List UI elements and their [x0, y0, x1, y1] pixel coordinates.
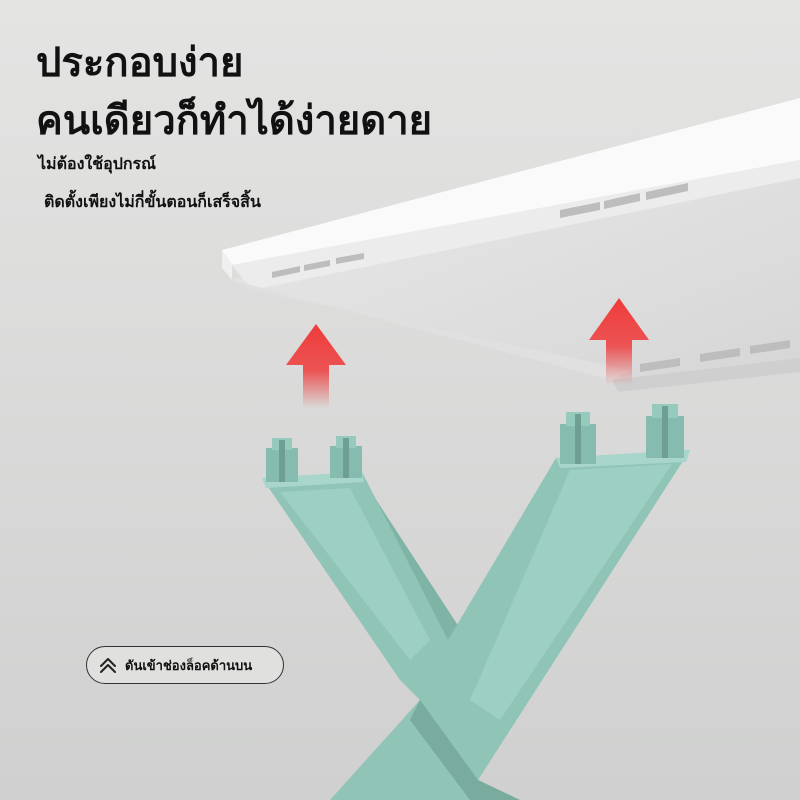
peg-3: [560, 412, 596, 464]
leg-lower-shadow: [410, 700, 520, 800]
leg-left-arm-bevel: [280, 488, 430, 660]
leg-locking-pegs: [266, 404, 684, 482]
table-top-panel: [222, 98, 800, 392]
peg-4: [646, 404, 684, 458]
subtitle-line-2: ติดตั้งเพียงไม่กี่ขั้นตอนก็เสร็จสิ้น: [44, 192, 261, 211]
panel-side-frame: [232, 280, 630, 380]
leg-right-arm-bevel: [470, 464, 672, 720]
panel-vent-slots: [272, 183, 790, 372]
headline-line-1: ประกอบง่าย: [36, 40, 244, 86]
chevron-up-icon: [100, 658, 116, 673]
panel-top-surface: [222, 98, 800, 265]
subtitle-line-1: ไม่ต้องใช้อุปกรณ์: [38, 154, 156, 173]
x-leg-frame: [262, 450, 690, 800]
hint-badge: ดันเข้าช่องล็อคด้านบน: [86, 646, 284, 684]
peg-1: [266, 438, 298, 482]
panel-edge: [222, 250, 232, 280]
up-arrow-right-icon: [589, 298, 649, 385]
headline-line-2: คนเดียวก็ทำได้ง่ายดาย: [36, 98, 433, 144]
hint-label: ดันเข้าช่องล็อคด้านบน: [125, 658, 253, 674]
panel-side-rail: [612, 358, 800, 392]
peg-2: [330, 436, 362, 478]
up-arrow-left-icon: [286, 324, 346, 408]
panel-underside: [232, 160, 800, 380]
